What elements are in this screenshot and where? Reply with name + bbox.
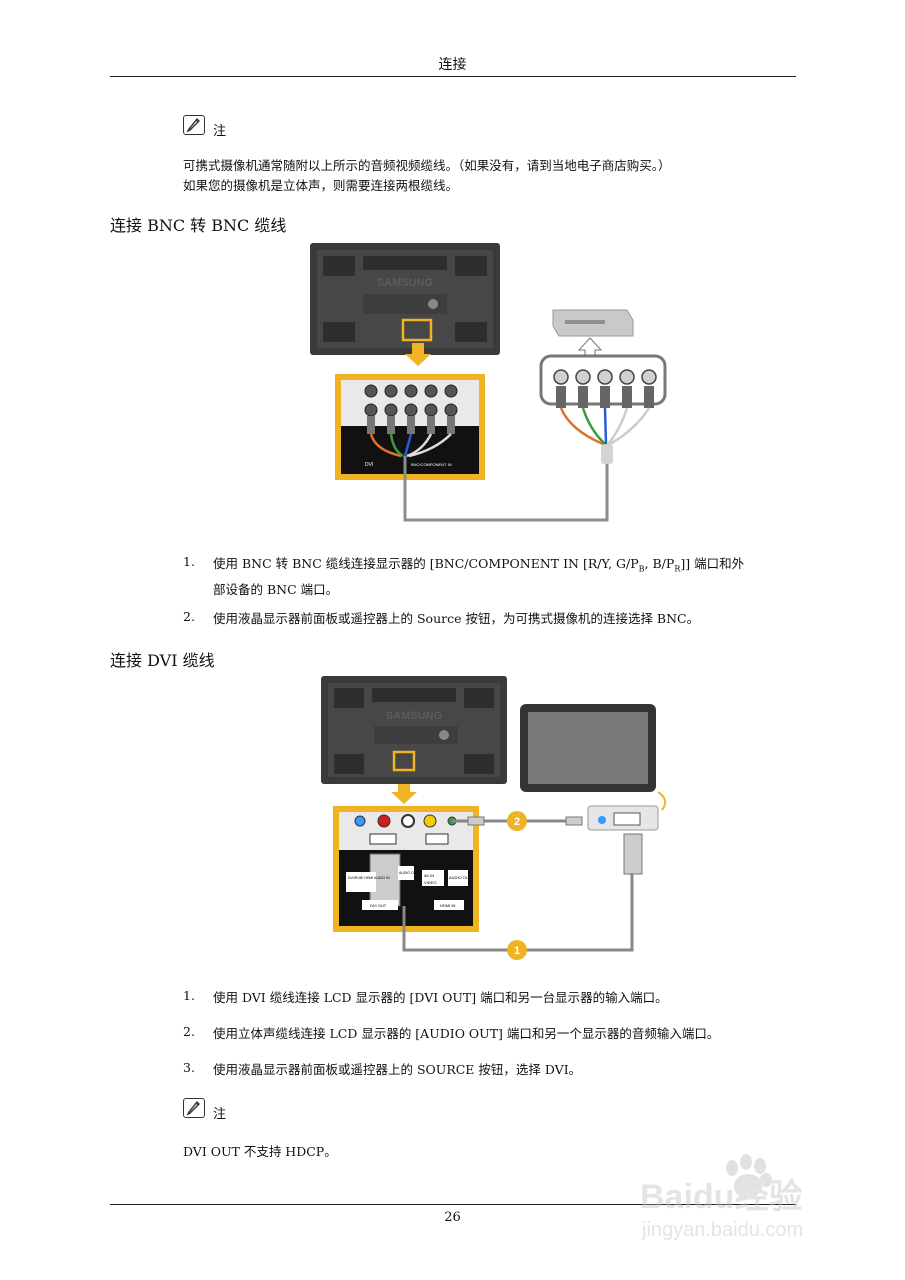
callout-2-label: 2 (514, 816, 520, 828)
note-label-2: 注 (213, 1107, 227, 1122)
bnc-step-1-sub-r: R (674, 564, 681, 574)
dvi-step-2-number: 2. (183, 1024, 195, 1039)
note-text-line-1: 可携式摄像机通常随附以上所示的音频视频缆线。（如果没有，请到当地电子商店购买。） (183, 158, 671, 173)
section-heading-bnc: 连接 BNC 转 BNC 缆线 (110, 216, 287, 235)
baidu-watermark: Baidu经验 jingyan.baidu.com (640, 1150, 860, 1245)
bnc-step-1-text: 使用 BNC 转 BNC 缆线连接显示器的 [BNC/COMPONENT IN … (213, 554, 798, 600)
note-pencil-icon-2 (183, 1098, 205, 1118)
note-2-text: DVI OUT 不支持 HDCP。 (183, 1144, 337, 1159)
page-number: 26 (444, 1210, 461, 1225)
bnc-step-2-text: 使用液晶显示器前面板或遥控器上的 Source 按钮，为可携式摄像机的连接选择 … (213, 611, 700, 626)
footer-rule (110, 1204, 796, 1205)
dvi-connection-diagram: SAMSUNG DVI/RGB/ HDMI AUDIO IN AUDIO OUT… (318, 674, 670, 966)
panel-label-audio-out-1: AUDIO OUT (399, 871, 419, 875)
panel-label-hdmi-in: HDMI IN (440, 903, 455, 908)
panel-label-audio-out-2: AUDIO OUT (449, 875, 472, 880)
dvi-step-3-text: 使用液晶显示器前面板或遥控器上的 SOURCE 按钮，选择 DVI。 (213, 1062, 582, 1077)
panel-label-dvi-out: DVI OUT (370, 903, 387, 908)
bnc-step-1-text-d: 部设备的 BNC 端口。 (213, 581, 339, 597)
monitor-brand-logo-2: SAMSUNG (386, 710, 442, 722)
bnc-step-1-text-c: ]] 端口和外 (680, 556, 745, 571)
monitor-brand-logo: SAMSUNG (377, 277, 433, 289)
header-rule (110, 76, 796, 77)
note-pencil-icon (183, 115, 205, 135)
note-label: 注 (213, 124, 227, 139)
watermark-url: jingyan.baidu.com (641, 1219, 803, 1241)
bnc-step-1-sub-b: B (638, 564, 645, 574)
callout-2 (507, 811, 527, 831)
pencil-icon (186, 1100, 200, 1116)
panel-label-dvi: DVI (365, 462, 373, 468)
panel-label-video: VIDEO (424, 880, 436, 885)
bnc-step-1-number: 1. (183, 554, 195, 569)
callout-1 (507, 940, 527, 960)
bnc-step-1-text-a: 使用 BNC 转 BNC 缆线连接显示器的 [BNC/COMPONENT IN … (213, 556, 639, 571)
pencil-icon (186, 117, 200, 133)
dvi-step-2-text: 使用立体声缆线连接 LCD 显示器的 [AUDIO OUT] 端口和另一个显示器… (213, 1026, 720, 1041)
panel-label-av-in: AV IN (424, 873, 434, 878)
bnc-step-2-number: 2. (183, 609, 195, 624)
bnc-connection-diagram: SAMSUNG DVI BNC/COMPONENT IN (305, 240, 675, 530)
page-header-title: 连接 (438, 57, 467, 73)
dvi-step-1-number: 1. (183, 988, 195, 1003)
panel-label-dvi-rgb-hdmi-audio-in: DVI/RGB/ HDMI AUDIO IN (348, 876, 390, 880)
callout-1-label: 1 (514, 945, 520, 957)
watermark-brand: Baidu经验 (640, 1177, 802, 1216)
panel-label-bnc-component-in: BNC/COMPONENT IN (411, 462, 452, 467)
section-heading-dvi: 连接 DVI 缆线 (110, 651, 215, 670)
dvi-step-1-text: 使用 DVI 缆线连接 LCD 显示器的 [DVI OUT] 端口和另一台显示器… (213, 990, 668, 1005)
note-text-line-2: 如果您的摄像机是立体声，则需要连接两根缆线。 (183, 178, 459, 193)
dvi-step-3-number: 3. (183, 1060, 195, 1075)
bnc-step-1-text-b: , B/P (644, 556, 675, 571)
